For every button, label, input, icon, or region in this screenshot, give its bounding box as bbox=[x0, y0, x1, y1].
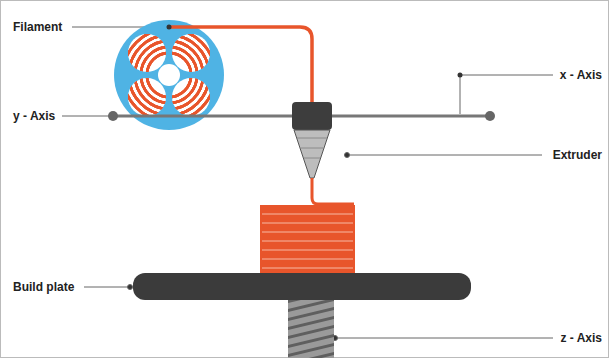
print-layer bbox=[262, 250, 353, 251]
filament-winding bbox=[135, 41, 203, 109]
filament-winding bbox=[123, 29, 215, 121]
filament-winding bbox=[129, 35, 209, 115]
x-axis-label: x - Axis bbox=[559, 68, 603, 82]
filament-winding bbox=[135, 41, 203, 109]
y-axis-label: y - Axis bbox=[12, 109, 56, 123]
print-layer bbox=[262, 232, 353, 233]
filament-winding bbox=[141, 47, 197, 103]
filament-winding bbox=[129, 35, 209, 115]
filament-winding bbox=[123, 29, 215, 121]
z-axis-label: z - Axis bbox=[559, 331, 603, 345]
filament-winding bbox=[147, 53, 191, 97]
filament-winding bbox=[141, 47, 197, 103]
print-layer bbox=[262, 241, 353, 242]
filament-winding bbox=[147, 53, 191, 97]
filament-winding bbox=[129, 35, 209, 115]
print-layer bbox=[262, 259, 353, 260]
screw-thread bbox=[288, 353, 334, 358]
filament-winding bbox=[123, 29, 215, 121]
filament-winding bbox=[129, 35, 209, 115]
print-layer bbox=[262, 214, 353, 215]
build-plate-label: Build plate bbox=[12, 280, 75, 294]
extruder-label: Extruder bbox=[552, 148, 603, 162]
filament-winding bbox=[123, 29, 215, 121]
filament-winding bbox=[141, 47, 197, 103]
print-layer bbox=[262, 268, 353, 269]
filament-winding bbox=[135, 41, 203, 109]
filament-label: Filament bbox=[12, 20, 63, 34]
print-layer bbox=[262, 223, 353, 224]
filament-winding bbox=[147, 53, 191, 97]
filament-winding bbox=[147, 53, 191, 97]
filament-winding bbox=[141, 47, 197, 103]
filament-winding bbox=[135, 41, 203, 109]
